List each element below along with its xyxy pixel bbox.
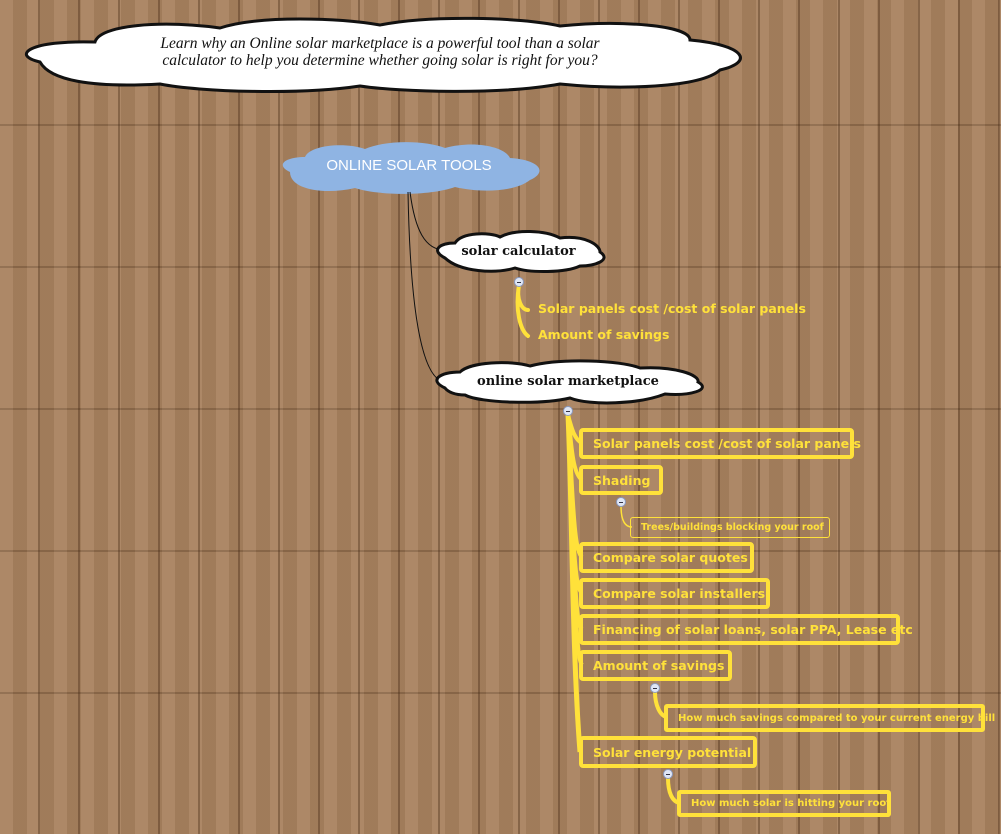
collapse-icon[interactable]	[650, 683, 660, 693]
collapse-icon[interactable]	[563, 406, 573, 416]
intro-cloud	[25, 16, 742, 93]
marketplace-child[interactable]: Compare solar installers	[579, 578, 770, 609]
sub-node[interactable]: How much savings compared to your curren…	[664, 704, 995, 732]
intro-line-2: calculator to help you determine whether…	[162, 52, 598, 69]
collapse-icon[interactable]	[663, 769, 673, 779]
node-solar-calculator[interactable]: solar calculator	[461, 244, 576, 259]
marketplace-child[interactable]: Financing of solar loans, solar PPA, Lea…	[579, 614, 913, 645]
calculator-child[interactable]: Amount of savings	[538, 327, 670, 342]
root-node[interactable]: ONLINE SOLAR TOOLS	[326, 157, 492, 174]
calculator-child[interactable]: Solar panels cost /cost of solar panels	[538, 301, 806, 316]
marketplace-child[interactable]: Compare solar quotes	[579, 542, 754, 573]
marketplace-child[interactable]: Solar panels cost /cost of solar panels	[579, 428, 861, 459]
intro-callout: Learn why an Online solar marketplace is…	[0, 35, 760, 69]
marketplace-child[interactable]: Amount of savings	[579, 650, 732, 681]
marketplace-child[interactable]: Shading	[579, 465, 663, 495]
sub-node[interactable]: Trees/buildings blocking your roof	[630, 517, 830, 538]
node-online-solar-marketplace[interactable]: online solar marketplace	[477, 374, 659, 389]
root-cloud	[282, 142, 540, 194]
marketplace-cloud	[435, 359, 704, 405]
collapse-icon[interactable]	[616, 497, 626, 507]
collapse-icon[interactable]	[514, 277, 524, 287]
marketplace-child[interactable]: Solar energy potential	[579, 736, 757, 768]
intro-line-1: Learn why an Online solar marketplace is…	[160, 35, 600, 52]
sub-node[interactable]: How much solar is hitting your roof	[677, 790, 891, 817]
calculator-cloud	[436, 229, 606, 274]
